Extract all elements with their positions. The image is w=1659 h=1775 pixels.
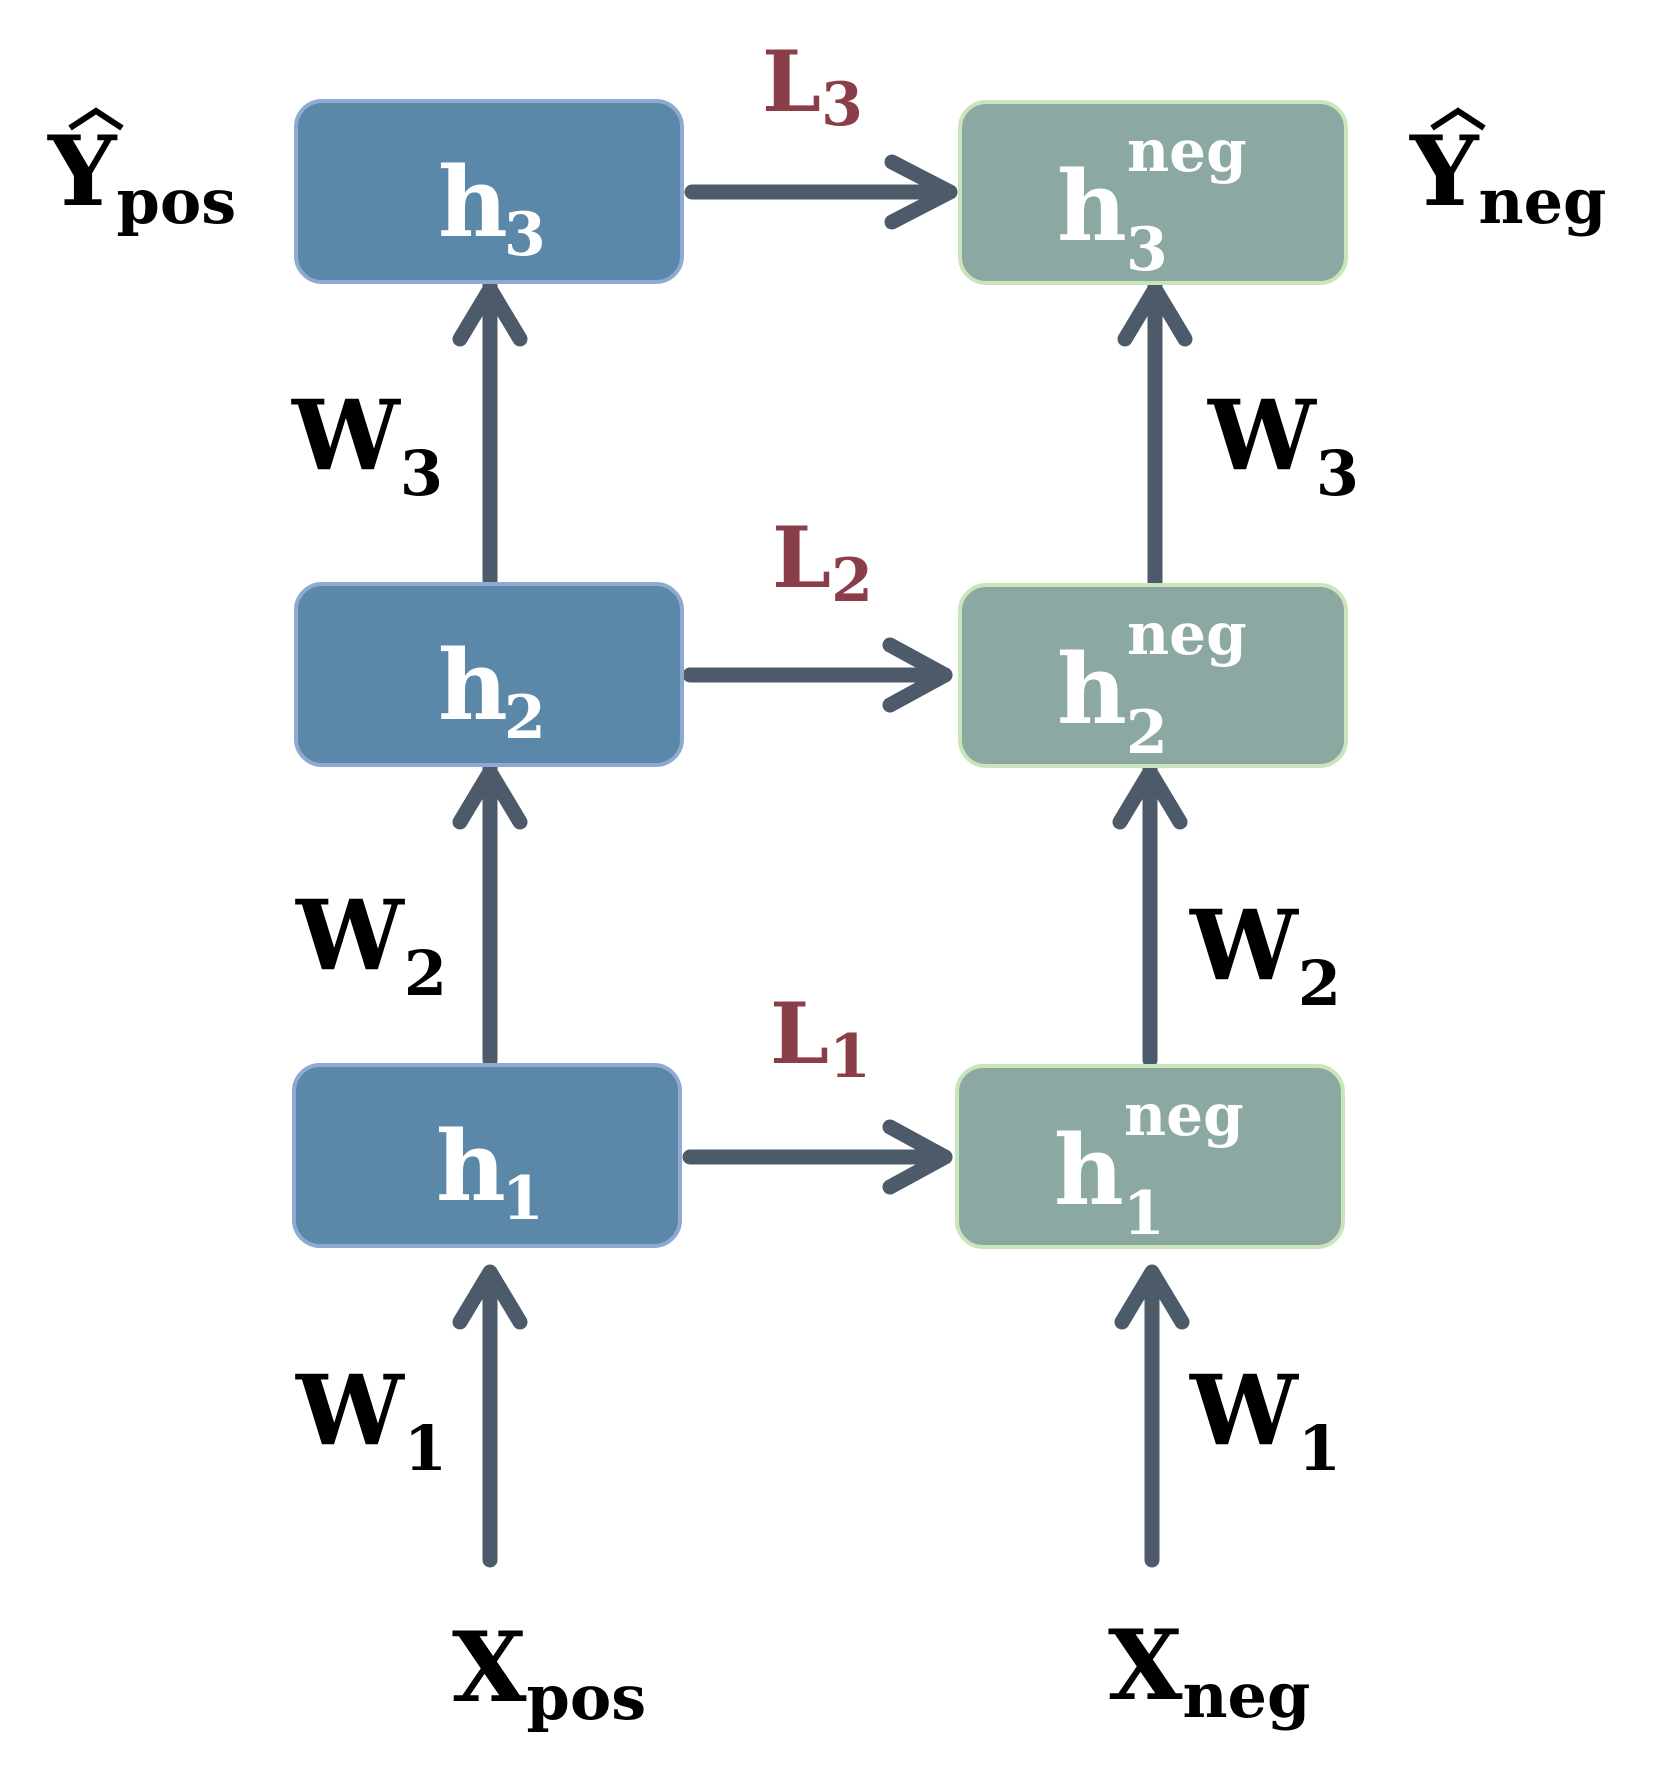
l2-letter: L bbox=[772, 508, 832, 607]
w1-neg-letter: W bbox=[1190, 1354, 1298, 1467]
h3-neg-letter: h bbox=[1057, 150, 1127, 263]
w2-pos-subscript: 2 bbox=[403, 937, 447, 1010]
arrow-xneg-to-h1neg bbox=[1114, 1264, 1190, 1568]
h1-pos-box: h 1 bbox=[292, 1063, 682, 1248]
h2-neg-box: h neg 2 bbox=[958, 583, 1348, 768]
h1-pos-letter: h bbox=[436, 1110, 506, 1223]
arrow-h2-to-h2neg bbox=[682, 637, 953, 713]
h3-pos-letter: h bbox=[438, 146, 508, 259]
w3-pos-letter: W bbox=[292, 379, 400, 492]
weight-w3-neg-label: W3 bbox=[1208, 388, 1359, 505]
output-neg-label: Yneg bbox=[1410, 107, 1606, 233]
output-pos-subscript: pos bbox=[116, 165, 237, 238]
l2-subscript: 2 bbox=[831, 546, 873, 616]
arrow-h1neg-to-h2neg bbox=[1112, 757, 1188, 1068]
l1-letter: L bbox=[770, 984, 830, 1083]
input-pos-label: Xpos bbox=[452, 1620, 646, 1729]
input-pos-subscript: pos bbox=[526, 1661, 647, 1734]
h1-neg-subscript: 1 bbox=[1123, 1179, 1165, 1249]
h3-pos-subscript: 3 bbox=[504, 200, 546, 270]
weight-w2-neg-label: W2 bbox=[1190, 898, 1341, 1015]
w2-pos-letter: W bbox=[296, 879, 404, 992]
l1-subscript: 1 bbox=[829, 1022, 871, 1092]
h3-neg-box: h neg 3 bbox=[958, 100, 1348, 285]
h1-pos-subscript: 1 bbox=[502, 1164, 544, 1234]
weight-w1-neg-label: W1 bbox=[1190, 1363, 1341, 1480]
output-pos-letter: Y bbox=[48, 115, 117, 228]
hat-accent-icon bbox=[1430, 107, 1486, 131]
h2-pos-letter: h bbox=[438, 629, 508, 742]
w3-neg-subscript: 3 bbox=[1315, 437, 1359, 510]
l3-letter: L bbox=[762, 32, 822, 131]
arrow-h1-to-h2 bbox=[452, 757, 528, 1068]
h2-pos-subscript: 2 bbox=[504, 683, 546, 753]
w1-neg-subscript: 1 bbox=[1297, 1412, 1341, 1485]
hat-accent-icon bbox=[68, 107, 124, 131]
weight-w1-pos-label: W1 bbox=[296, 1363, 447, 1480]
h2-pos-box: h 2 bbox=[294, 582, 684, 767]
w1-pos-subscript: 1 bbox=[403, 1412, 447, 1485]
h3-neg-subscript: 3 bbox=[1126, 215, 1168, 285]
l3-subscript: 3 bbox=[821, 70, 863, 140]
h3-pos-box: h 3 bbox=[294, 99, 684, 284]
w3-pos-subscript: 3 bbox=[399, 437, 443, 510]
arrow-h1-to-h1neg bbox=[682, 1119, 953, 1195]
loss-l1-label: L1 bbox=[770, 992, 871, 1088]
w3-neg-letter: W bbox=[1208, 379, 1316, 492]
arrow-xpos-to-h1 bbox=[452, 1264, 528, 1568]
output-pos-label: Ypos bbox=[48, 107, 236, 233]
weight-w2-pos-label: W2 bbox=[296, 888, 447, 1005]
w2-neg-letter: W bbox=[1190, 889, 1298, 1002]
input-neg-label: Xneg bbox=[1108, 1618, 1310, 1727]
loss-l3-label: L3 bbox=[762, 40, 863, 136]
h2-neg-subscript: 2 bbox=[1126, 698, 1168, 768]
h2-neg-superscript: neg bbox=[1127, 600, 1247, 668]
arrow-h2-to-h3 bbox=[452, 274, 528, 588]
input-neg-subscript: neg bbox=[1182, 1659, 1311, 1732]
loss-l2-label: L2 bbox=[772, 516, 873, 612]
arrow-h2neg-to-h3neg bbox=[1117, 274, 1193, 590]
h3-neg-superscript: neg bbox=[1127, 117, 1247, 185]
h2-neg-letter: h bbox=[1057, 633, 1127, 746]
h1-neg-letter: h bbox=[1054, 1114, 1124, 1227]
h1-neg-superscript: neg bbox=[1124, 1081, 1244, 1149]
weight-w3-pos-label: W3 bbox=[292, 388, 443, 505]
arrow-h3-to-h3neg bbox=[684, 154, 958, 230]
h1-neg-box: h neg 1 bbox=[955, 1064, 1345, 1249]
w1-pos-letter: W bbox=[296, 1354, 404, 1467]
w2-neg-subscript: 2 bbox=[1297, 947, 1341, 1020]
output-neg-letter: Y bbox=[1410, 115, 1479, 228]
output-neg-subscript: neg bbox=[1478, 165, 1607, 238]
input-pos-letter: X bbox=[452, 1611, 527, 1724]
input-neg-letter: X bbox=[1108, 1609, 1183, 1722]
